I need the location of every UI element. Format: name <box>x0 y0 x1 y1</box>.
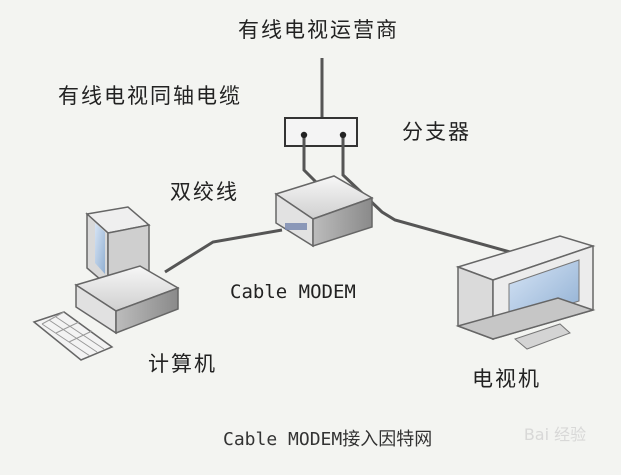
cable-modem-label: Cable MODEM <box>230 281 356 303</box>
television-device <box>455 235 596 350</box>
television-label: 电视机 <box>472 367 541 391</box>
diagram-caption: Cable MODEM接入因特网 <box>223 429 433 450</box>
coax-cable-label: 有线电视同轴电缆 <box>58 84 242 108</box>
twisted-pair-label: 双绞线 <box>170 180 239 204</box>
computer-device <box>32 206 180 361</box>
watermark-logo: Bai 经验 <box>523 425 587 444</box>
operator-label: 有线电视运营商 <box>238 18 399 42</box>
splitter-port-right <box>339 131 347 139</box>
splitter-box <box>284 117 358 147</box>
modem-to-computer-line <box>164 228 283 274</box>
splitter-port-left <box>300 131 308 139</box>
splitter-label: 分支器 <box>402 120 471 144</box>
cable-modem-device <box>274 175 374 248</box>
computer-label: 计算机 <box>148 352 217 376</box>
splitter-to-tv-line <box>341 138 511 254</box>
